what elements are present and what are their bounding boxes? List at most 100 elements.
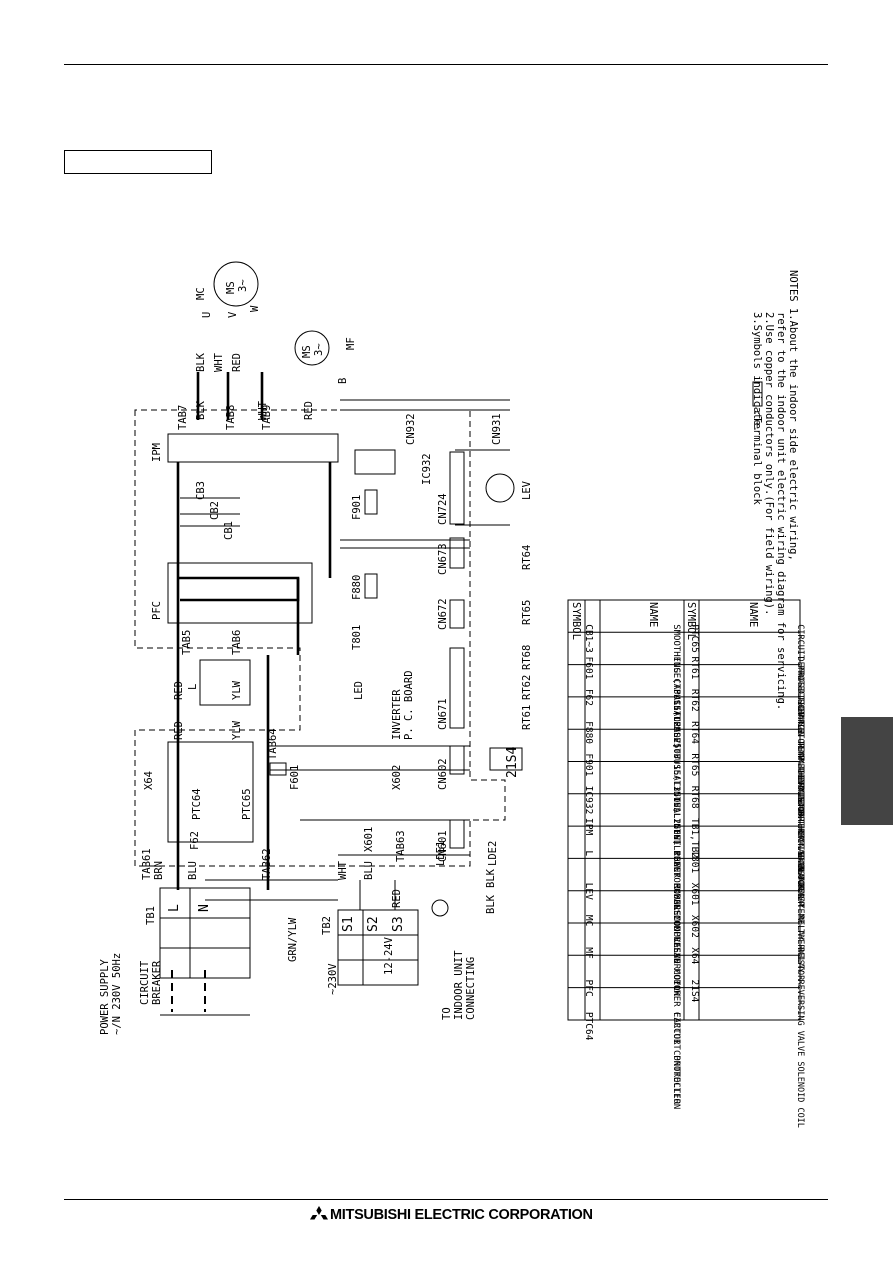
cb3-label: CB3 [195,481,207,500]
schematic [134,261,523,1016]
t801-label: T801 [351,625,363,650]
cb1-label: CB1 [223,521,235,540]
mf-b-label: B [337,378,349,384]
lev-label: LEV [521,480,533,500]
ptc64-label: PTC64 [191,788,203,820]
legend-symbol-right: RT61 [689,657,700,680]
legend-name-right: RELAY [795,883,805,909]
tb1-term-l: L [167,904,182,912]
top-rule [64,64,828,65]
legend-header-name-2: NAME [747,602,759,627]
bottom-rule [64,1199,828,1200]
legend-table [567,599,801,1021]
v230-label: ~230V [327,963,339,995]
breaker-label-2: BREAKER [151,960,163,1005]
legend-symbol: F901 [583,753,594,776]
legend-symbol: MF [583,947,594,959]
mf-ms-label: MS [301,345,313,358]
wire-ylw-l2: YLW [231,720,243,740]
indoor-label-1: TO [441,1007,453,1020]
legend-symbol-right: RT65 [689,753,700,776]
wire-red: RED [391,889,403,908]
legend-name: CIRCUIT PROTECTION [671,1012,681,1110]
legend-name-right: AMBIENT TEMP.THERMISTOR [795,753,805,872]
legend-name-right: OUTDOOR HEAT EXCHANGER TEMP.THERMISTOR [795,786,805,981]
wire-brn: BRN [153,861,165,880]
mc-ms-label: MS [225,281,237,294]
wire-blk-ipm: BLK [195,400,207,420]
tb1-term-n: N [197,904,212,912]
legend-symbol-right: RT68 [689,786,700,809]
legend-symbol: PTC64 [583,1012,594,1041]
note-line-1: NOTES 1.About the indoor side electric w… [787,270,799,561]
legend-name: FUSE(T3.15AL250V) [671,657,681,749]
note-line-5: :Terminal block [751,410,763,506]
tab63-label: TAB63 [395,830,407,862]
breaker-label-1: CIRCUIT [139,960,151,1005]
f880-label: F880 [351,575,363,600]
legend-name: FUSE(T3.15AL250V) [671,753,681,845]
notes: NOTES 1.About the indoor side electric w… [751,270,799,710]
legend-name-right: TERMINAL BLOCK [795,818,805,891]
pfc-label: PFC [151,601,163,620]
wire-wht-mc: WHT [213,352,225,372]
s21s4-label: 21S4 [505,747,520,778]
legend-symbol: CB1~3 [583,624,594,653]
legend-symbol-right: X64 [689,947,700,964]
lde2-label: LDE2 [487,841,499,866]
wire-red-l2: RED [173,721,185,740]
wire-blk-2: BLK [485,894,497,914]
wire-blu: BLU [187,861,199,880]
legend-symbol: PFC [583,980,594,997]
v1224-label: 12-24V [383,936,395,975]
legend-name-right: FIN TEMP.THERMISTOR [795,721,805,819]
legend-name: EXPANSION VALVE COIL [671,883,681,991]
x601-label: X601 [363,827,375,852]
section-title-frame [64,150,212,174]
chapter-tab [841,717,893,825]
wire-wht: WHT [337,860,349,880]
legend-symbol: LEV [583,883,594,900]
wire-blk-mc: BLK [195,352,207,372]
mc-w-label: W [249,305,261,312]
legend-name-right: DISCHARGE TEMP.THERMISTOR [795,689,805,818]
board-label-1: INVERTER [391,689,403,740]
legend-name-right: DEFROST THERMISTOR [795,657,805,750]
legend-name: FUSE(T3.15AL250V) [671,721,681,813]
legend-name: FAN MOTOR [671,947,681,996]
legend-symbol-right: RT64 [689,721,700,744]
tb2-label: TB2 [321,916,333,935]
f62-label: F62 [189,831,201,850]
legend-name: INTELLIGENT POWER MODULE [671,818,681,948]
mc-phase-label: 3~ [237,279,249,292]
ic932-label: IC932 [421,453,433,485]
tab8-label: TAB8 [225,405,237,430]
legend-symbol: F880 [583,721,594,744]
rt61-label: RT61 [521,705,533,730]
wire-blu-2: BLU [363,861,375,880]
tab6-label: TAB6 [231,630,243,655]
legend-symbol: MC [583,915,594,926]
cn672-label: CN672 [437,598,449,630]
note-line-2: refer to the indoor unit electric wiring… [775,312,787,710]
led-label: LED [353,681,365,700]
mc-v-label: V [227,311,239,318]
reactor-label: L [187,684,199,690]
f901-label: F901 [351,495,363,520]
legend-symbol: IPM [583,818,594,835]
tab64-label: TAB64 [267,728,279,760]
legend-name-right: RELAY [795,915,805,941]
rt68-label: RT68 [521,645,533,670]
x602-label: X602 [391,765,403,790]
rt64-label: RT64 [521,545,533,570]
legend-name: COMPRESSOR [671,915,681,970]
supply-label-2: ~/N 230V 50Hz [111,953,123,1035]
lde1-label: LDE1 [435,841,447,866]
legend-symbol-right: X601 [689,883,700,906]
schematic-labels: POWER SUPPLY ~/N 230V 50Hz CIRCUIT BREAK… [99,279,533,1035]
wire-blk-1: BLK [485,868,497,888]
cn931-label: CN931 [491,413,503,445]
legend-symbol-right: PTC65 [689,624,700,653]
legend-header-name: NAME [647,602,659,627]
legend-name-right: CIRCUIT PROTECTION [795,624,805,716]
